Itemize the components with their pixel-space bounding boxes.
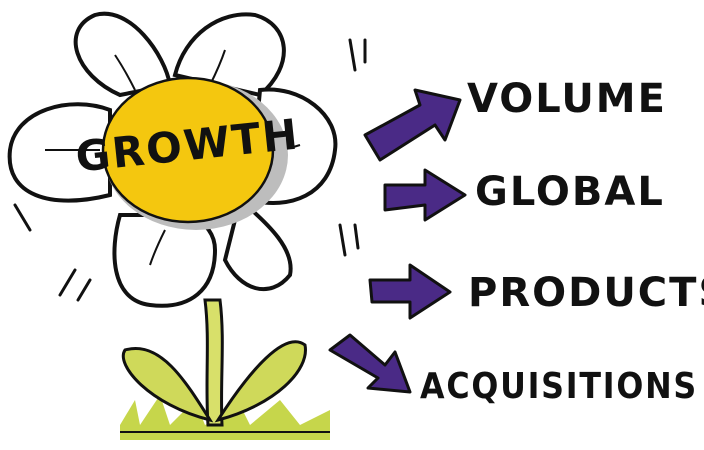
arrows <box>328 88 467 394</box>
branch-label-volume: VOLUME <box>467 76 667 122</box>
branch-label-global: GLOBAL <box>475 169 665 215</box>
flower-petals <box>7 11 338 308</box>
branch-label-acquisitions: ACQUISITIONS <box>420 366 698 407</box>
arrow-global-icon <box>383 168 467 222</box>
flower-center <box>101 76 275 224</box>
left-leaf <box>121 347 214 423</box>
arrow-products-icon <box>368 263 452 320</box>
right-leaf <box>214 340 307 423</box>
arrow-acquisitions-icon <box>328 333 412 394</box>
branch-label-products: PRODUCTS <box>468 270 704 316</box>
flower-stem <box>203 298 224 427</box>
motion-marks <box>13 38 367 302</box>
arrow-volume-icon <box>363 88 462 162</box>
